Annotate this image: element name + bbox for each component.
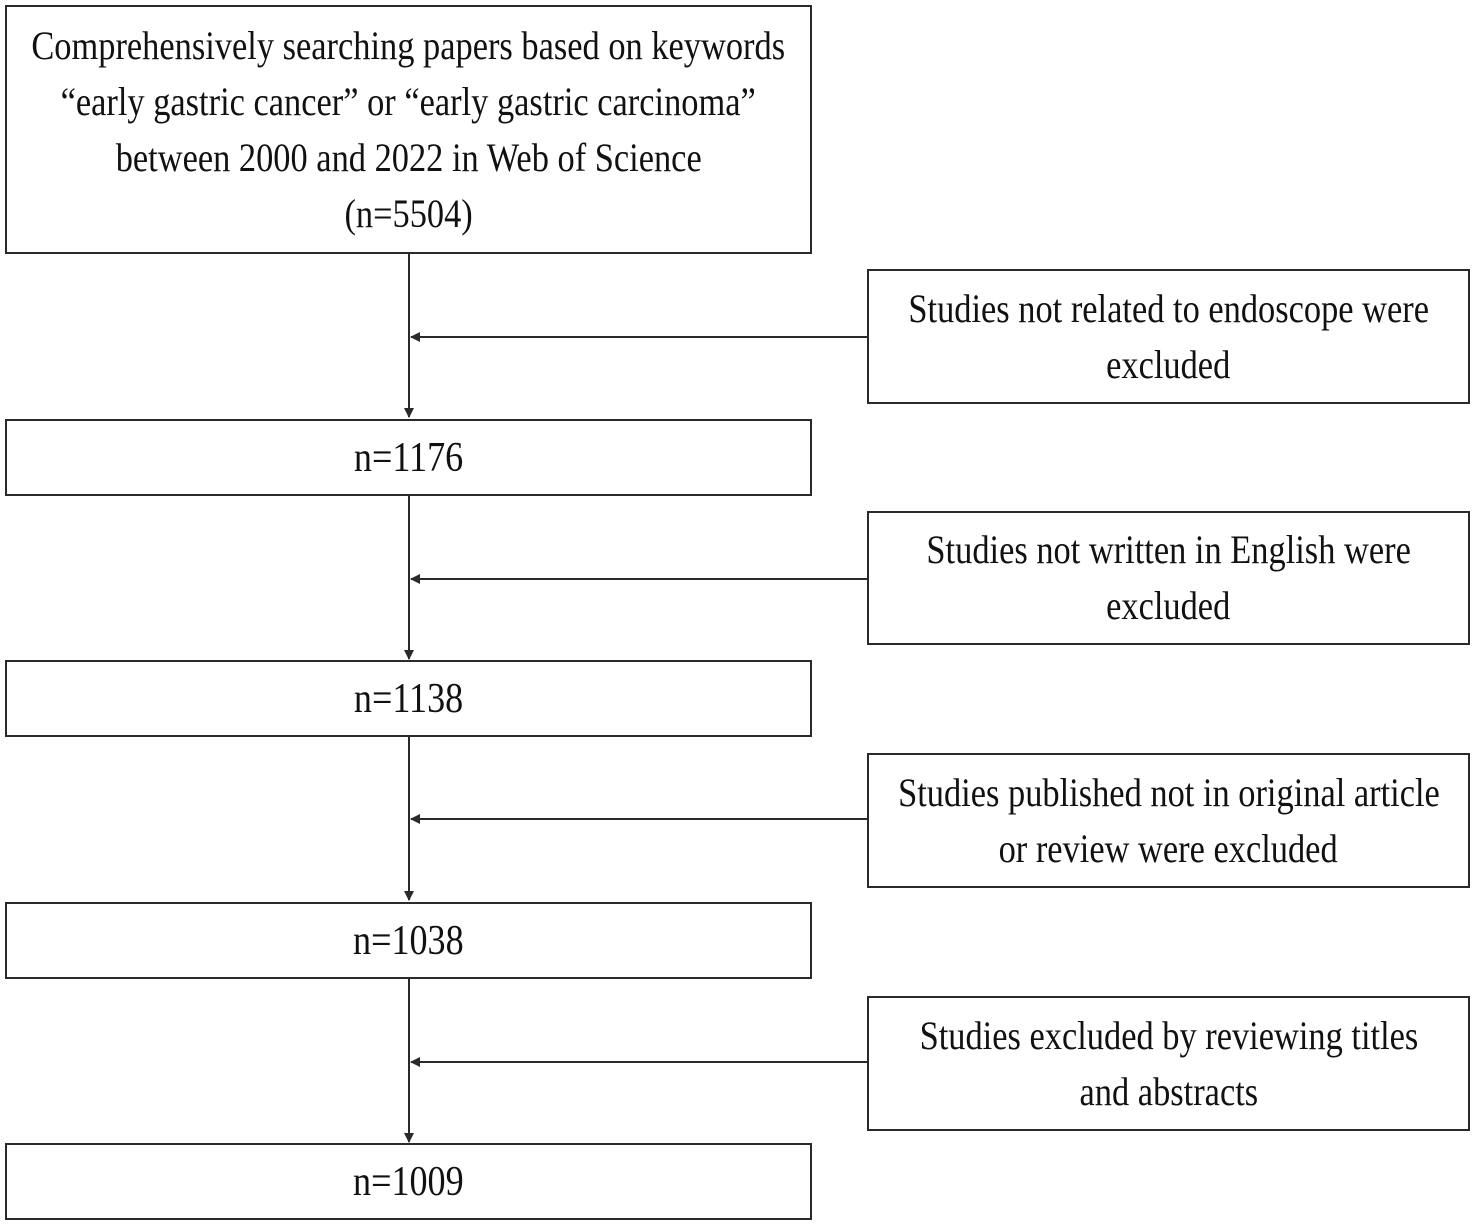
- exclusion-1-line-1: Studies not related to endoscope were: [908, 285, 1429, 331]
- search-box: Comprehensively searching papers based o…: [5, 5, 812, 254]
- count-label-2: n=1138: [353, 675, 464, 722]
- count-box-3: n=1038: [5, 902, 812, 979]
- exclusion-1-line-2: excluded: [1106, 341, 1231, 387]
- exclusion-2-line-1: Studies not written in English were: [926, 527, 1411, 572]
- count-box-2: n=1138: [5, 660, 812, 737]
- search-line-1: Comprehensively searching papers based o…: [31, 22, 786, 68]
- exclusion-box-2: Studies not written in English were excl…: [867, 511, 1470, 645]
- exclusion-box-1: Studies not related to endoscope were ex…: [867, 269, 1470, 404]
- count-box-1: n=1176: [5, 419, 812, 496]
- search-line-3: between 2000 and 2022 in Web of Science: [115, 134, 702, 180]
- count-label-1: n=1176: [353, 434, 464, 481]
- exclusion-4-line-1: Studies excluded by reviewing titles: [919, 1012, 1418, 1058]
- exclusion-box-4: Studies excluded by reviewing titles and…: [867, 996, 1470, 1131]
- exclusion-box-3: Studies published not in original articl…: [867, 753, 1470, 888]
- search-line-2: “early gastric cancer” or “early gastric…: [60, 78, 757, 124]
- exclusion-3-line-2: or review were excluded: [998, 825, 1339, 871]
- exclusion-2-line-2: excluded: [1106, 583, 1231, 628]
- count-box-4: n=1009: [5, 1143, 812, 1220]
- exclusion-3-line-1: Studies published not in original articl…: [897, 769, 1440, 815]
- count-label-3: n=1038: [353, 917, 464, 964]
- search-line-4: (n=5504): [344, 190, 473, 236]
- count-label-4: n=1009: [353, 1158, 464, 1205]
- exclusion-4-line-2: and abstracts: [1079, 1068, 1258, 1114]
